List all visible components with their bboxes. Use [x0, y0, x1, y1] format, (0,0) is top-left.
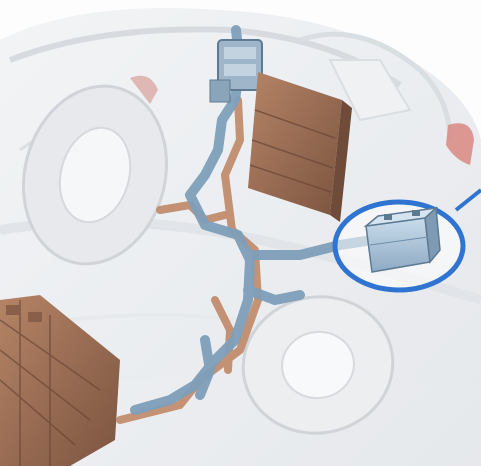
aux-12v-battery	[366, 208, 440, 272]
